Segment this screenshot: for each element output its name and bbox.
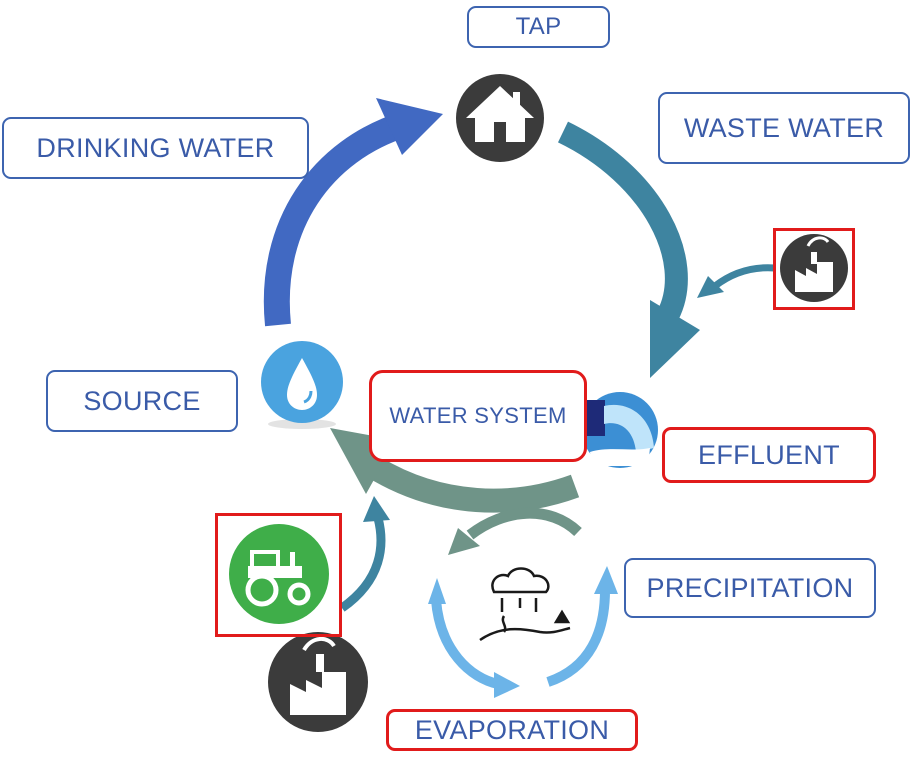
drinking-water-label: DRINKING WATER bbox=[2, 117, 309, 179]
water-drop-icon bbox=[261, 341, 343, 429]
waste-water-arrow bbox=[557, 121, 700, 378]
factory-icon-source bbox=[268, 632, 368, 732]
industry-input-arrow bbox=[697, 264, 776, 298]
precipitation-label: PRECIPITATION bbox=[624, 558, 876, 618]
water-system-to-cycle-arrows bbox=[448, 507, 582, 555]
highlight-tractor bbox=[215, 513, 342, 637]
evaporation-arrow bbox=[428, 578, 520, 698]
effluent-label: EFFLUENT bbox=[662, 427, 876, 483]
water-system-label: WATER SYSTEM bbox=[369, 370, 587, 462]
discharge-pipe-icon bbox=[582, 392, 658, 468]
evaporation-label: EVAPORATION bbox=[386, 709, 638, 751]
drinking-water-arrow bbox=[263, 98, 443, 327]
tap-label: TAP bbox=[467, 6, 610, 48]
rain-cloud-icon bbox=[479, 567, 571, 642]
precipitation-arrow bbox=[546, 566, 618, 687]
waste-water-label: WASTE WATER bbox=[658, 92, 910, 164]
house-icon bbox=[456, 74, 544, 162]
factory-icon-effluent bbox=[780, 234, 848, 302]
source-label: SOURCE bbox=[46, 370, 238, 432]
highlight-factory-effluent bbox=[773, 228, 855, 310]
tractor-icon bbox=[229, 524, 329, 624]
agriculture-arrow bbox=[339, 496, 390, 612]
